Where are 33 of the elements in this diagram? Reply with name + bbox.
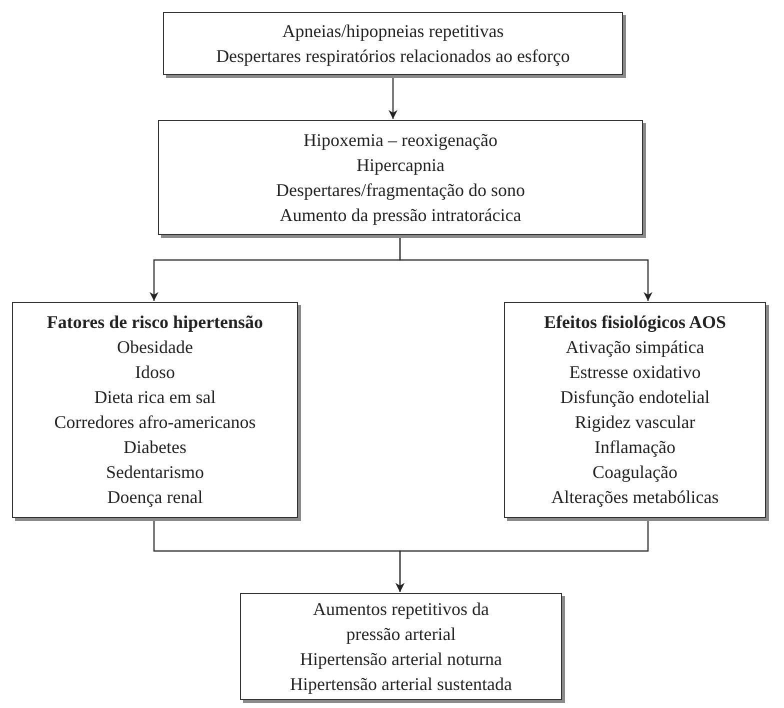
box-text: Inflamação bbox=[594, 436, 676, 459]
box-text: Sedentarismo bbox=[106, 461, 204, 484]
process-box bbox=[163, 12, 623, 75]
box-text: Hipertensão arterial sustentada bbox=[290, 672, 512, 696]
box-text: Hipoxemia – reoxigenação bbox=[304, 128, 498, 152]
box-text: Alterações metabólicas bbox=[551, 486, 719, 509]
process-box bbox=[240, 593, 562, 700]
arrow bbox=[396, 519, 649, 592]
box-text: Despertares respiratórios relacionados ao esforço bbox=[216, 44, 570, 68]
box-text: Despertares/fragmentação do sono bbox=[276, 178, 525, 202]
arrow bbox=[399, 236, 652, 301]
box-text: Hipercapnia bbox=[356, 154, 444, 177]
box-text: Dieta rica em sal bbox=[94, 386, 216, 409]
box-text: Coagulação bbox=[592, 461, 678, 484]
box-text: Hipertensão arterial noturna bbox=[300, 648, 502, 671]
box-text: Apneias/hipopneias repetitivas bbox=[282, 20, 504, 43]
box-text: Obesidade bbox=[117, 336, 193, 359]
box-text: Diabetes bbox=[124, 436, 186, 459]
box-text: Ativação simpática bbox=[566, 336, 704, 359]
box-text: Idoso bbox=[135, 361, 175, 384]
box-text: Disfunção endotelial bbox=[560, 386, 710, 409]
arrow bbox=[388, 76, 398, 119]
box-text: Aumentos repetitivos da pressão arterial bbox=[312, 598, 490, 646]
box-text: Doença renal bbox=[107, 486, 203, 509]
box-heading: Fatores de risco hipertensão bbox=[46, 311, 264, 334]
box-text: Estresse oxidativo bbox=[569, 361, 701, 384]
process-box bbox=[12, 302, 298, 518]
box-text: Rigidez vascular bbox=[574, 411, 696, 434]
box-text: Aumento da pressão intratorácica bbox=[280, 204, 522, 227]
process-box bbox=[158, 120, 643, 235]
box-heading: Efeitos fisiológicos AOS bbox=[544, 311, 726, 334]
process-box bbox=[504, 302, 766, 518]
box-text: Corredores afro-americanos bbox=[54, 411, 256, 434]
